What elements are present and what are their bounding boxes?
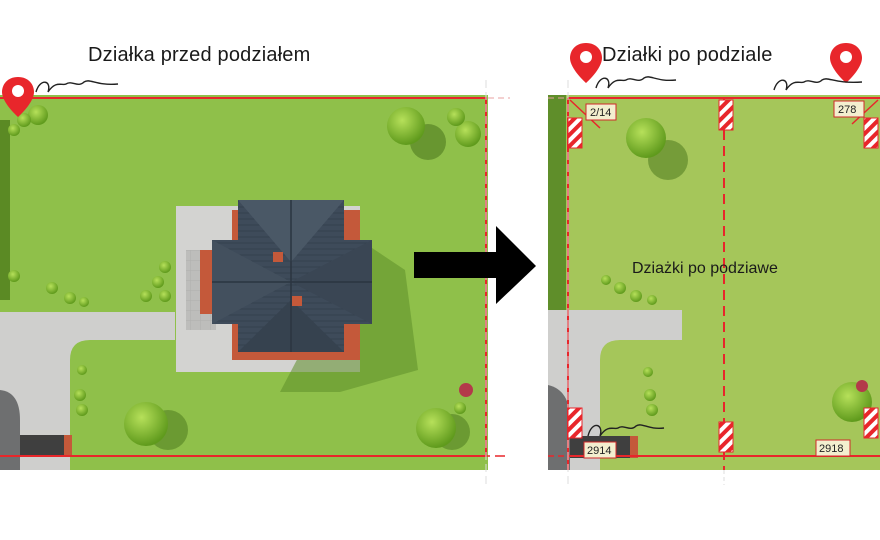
- right-plot: 2/14 278 2914 2918 Dziażki po podziawe: [548, 43, 880, 485]
- arrow-right-icon: [414, 226, 536, 304]
- plot-label-nw: 2/14: [590, 107, 611, 119]
- signature: [35, 80, 119, 93]
- signature: [773, 78, 863, 91]
- plot-label-boxes: [583, 100, 865, 459]
- right-panel-title: Działki po podziale: [602, 44, 773, 66]
- plot-label-ne: 278: [838, 104, 856, 116]
- left-gate: [20, 435, 68, 457]
- right-center-label: Dziażki po podziawe: [632, 260, 778, 277]
- map-pin-icon: [570, 43, 602, 83]
- map-pin-icon: [2, 77, 34, 117]
- left-trees: [8, 105, 481, 450]
- signature: [595, 76, 677, 89]
- plot-label-sw: 2914: [587, 445, 611, 457]
- house-roof: [212, 200, 372, 352]
- signature: [587, 424, 665, 437]
- right-trees: [601, 118, 872, 422]
- left-garage-roof: [0, 390, 20, 470]
- left-driveway: [0, 312, 175, 470]
- left-hedge: [0, 120, 10, 300]
- left-plot: [0, 77, 510, 485]
- map-pin-icon: [830, 43, 862, 83]
- right-garage-roof: [548, 385, 570, 470]
- plot-label-se: 2918: [819, 443, 843, 455]
- right-hedge: [548, 95, 566, 310]
- left-panel-title: Działka przed podziałem: [88, 44, 311, 66]
- survey-marker-icon: [567, 99, 879, 453]
